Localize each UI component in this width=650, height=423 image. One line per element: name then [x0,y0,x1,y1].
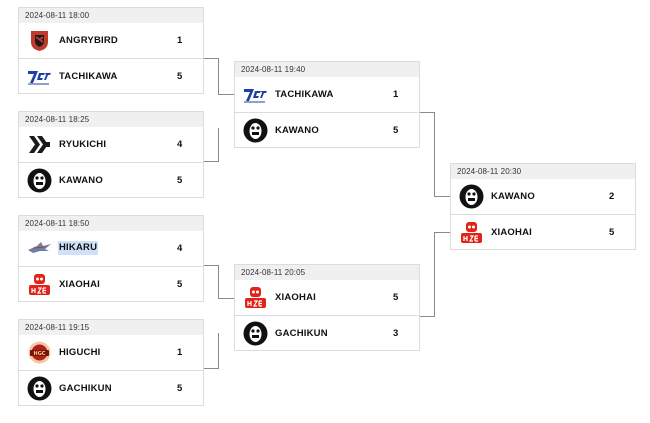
xiaohai-logo [243,285,268,310]
team-row[interactable]: HGC HIGUCHI 1 [19,335,203,370]
bracket-connector [420,232,435,317]
match-time: 2024-08-11 20:05 [235,265,419,280]
team-score: 3 [393,328,399,339]
tachikawa-logo [27,64,52,89]
team-score: 5 [177,71,183,82]
kawano-logo [243,118,268,143]
team-row[interactable]: GACHIKUN 3 [235,315,419,350]
team-name: KAWANO [59,175,103,186]
team-score: 5 [177,279,183,290]
kawano-logo [459,184,484,209]
team-score: 5 [177,383,183,394]
team-name: RYUKICHI [59,139,107,150]
ryukichi-logo [27,132,52,157]
match-card-r2-2[interactable]: 2024-08-11 20:05 XIAOHAI 5 GACHIKUN 3 [234,264,420,351]
match-time: 2024-08-11 18:50 [19,216,203,231]
gachikun-logo [27,376,52,401]
match-time: 2024-08-11 18:25 [19,112,203,127]
bracket-connector [434,196,450,197]
team-name: KAWANO [491,191,535,202]
team-score: 1 [393,89,399,100]
match-time: 2024-08-11 20:30 [451,164,635,179]
team-score: 5 [393,125,399,136]
team-score: 4 [177,139,183,150]
team-score: 5 [393,292,399,303]
team-score: 2 [609,191,615,202]
team-score: 1 [177,347,183,358]
bracket-connector [204,128,219,162]
team-name: TACHIKAWA [59,71,118,82]
team-score: 5 [609,227,615,238]
team-row[interactable]: ANGRYBIRD 1 [19,23,203,58]
svg-text:HGC: HGC [34,351,46,357]
team-row[interactable]: KAWANO 5 [235,112,419,147]
team-row[interactable]: KAWANO 2 [451,179,635,214]
team-name: HIGUCHI [59,347,101,358]
bracket-connector [218,94,234,95]
match-card-r1-3[interactable]: 2024-08-11 18:50 HIKARU 4 XIAOHAI 5 [18,215,204,302]
bracket-connector [204,333,219,369]
team-row[interactable]: RYUKICHI 4 [19,127,203,162]
team-row[interactable]: HIKARU 4 [19,231,203,266]
xiaohai-logo [27,272,52,297]
bracket-connector [420,112,435,197]
team-name: GACHIKUN [275,328,328,339]
team-row[interactable]: TACHIKAWA 5 [19,58,203,93]
match-card-r2-1[interactable]: 2024-08-11 19:40 TACHIKAWA 1 KAWANO 5 [234,61,420,148]
team-name: XIAOHAI [491,227,532,238]
match-card-r1-2[interactable]: 2024-08-11 18:25 RYUKICHI 4 KAWANO 5 [18,111,204,198]
bracket-connector [204,265,219,299]
bracket-connector [434,232,450,233]
team-name: ANGRYBIRD [59,35,118,46]
match-time: 2024-08-11 19:15 [19,320,203,335]
tachikawa-logo [243,82,268,107]
team-score: 4 [177,243,183,254]
match-card-r1-1[interactable]: 2024-08-11 18:00 ANGRYBIRD 1 TACHIKAWA 5 [18,7,204,94]
hikaru-logo [27,236,52,261]
angrybird-logo [27,28,52,53]
team-score: 1 [177,35,183,46]
team-name: GACHIKUN [59,383,112,394]
team-row[interactable]: XIAOHAI 5 [19,266,203,301]
match-time: 2024-08-11 19:40 [235,62,419,77]
match-card-r1-4[interactable]: 2024-08-11 19:15 HGC HIGUCHI 1 GACHIKUN … [18,319,204,406]
match-card-final[interactable]: 2024-08-11 20:30 KAWANO 2 XIAOHAI 5 [450,163,636,250]
gachikun-logo [243,321,268,346]
team-row[interactable]: XIAOHAI 5 [235,280,419,315]
team-name: HIKARU [58,241,99,255]
match-time: 2024-08-11 18:00 [19,8,203,23]
team-row[interactable]: TACHIKAWA 1 [235,77,419,112]
team-name: TACHIKAWA [275,89,334,100]
team-score: 5 [177,175,183,186]
team-name: XIAOHAI [275,292,316,303]
team-name: KAWANO [275,125,319,136]
team-row[interactable]: XIAOHAI 5 [451,214,635,249]
bracket-connector [218,298,234,299]
team-name: XIAOHAI [59,279,100,290]
bracket-connector [204,58,219,95]
higuchi-logo: HGC [27,340,52,365]
xiaohai-logo [459,220,484,245]
team-row[interactable]: GACHIKUN 5 [19,370,203,405]
kawano-logo [27,168,52,193]
team-row[interactable]: KAWANO 5 [19,162,203,197]
